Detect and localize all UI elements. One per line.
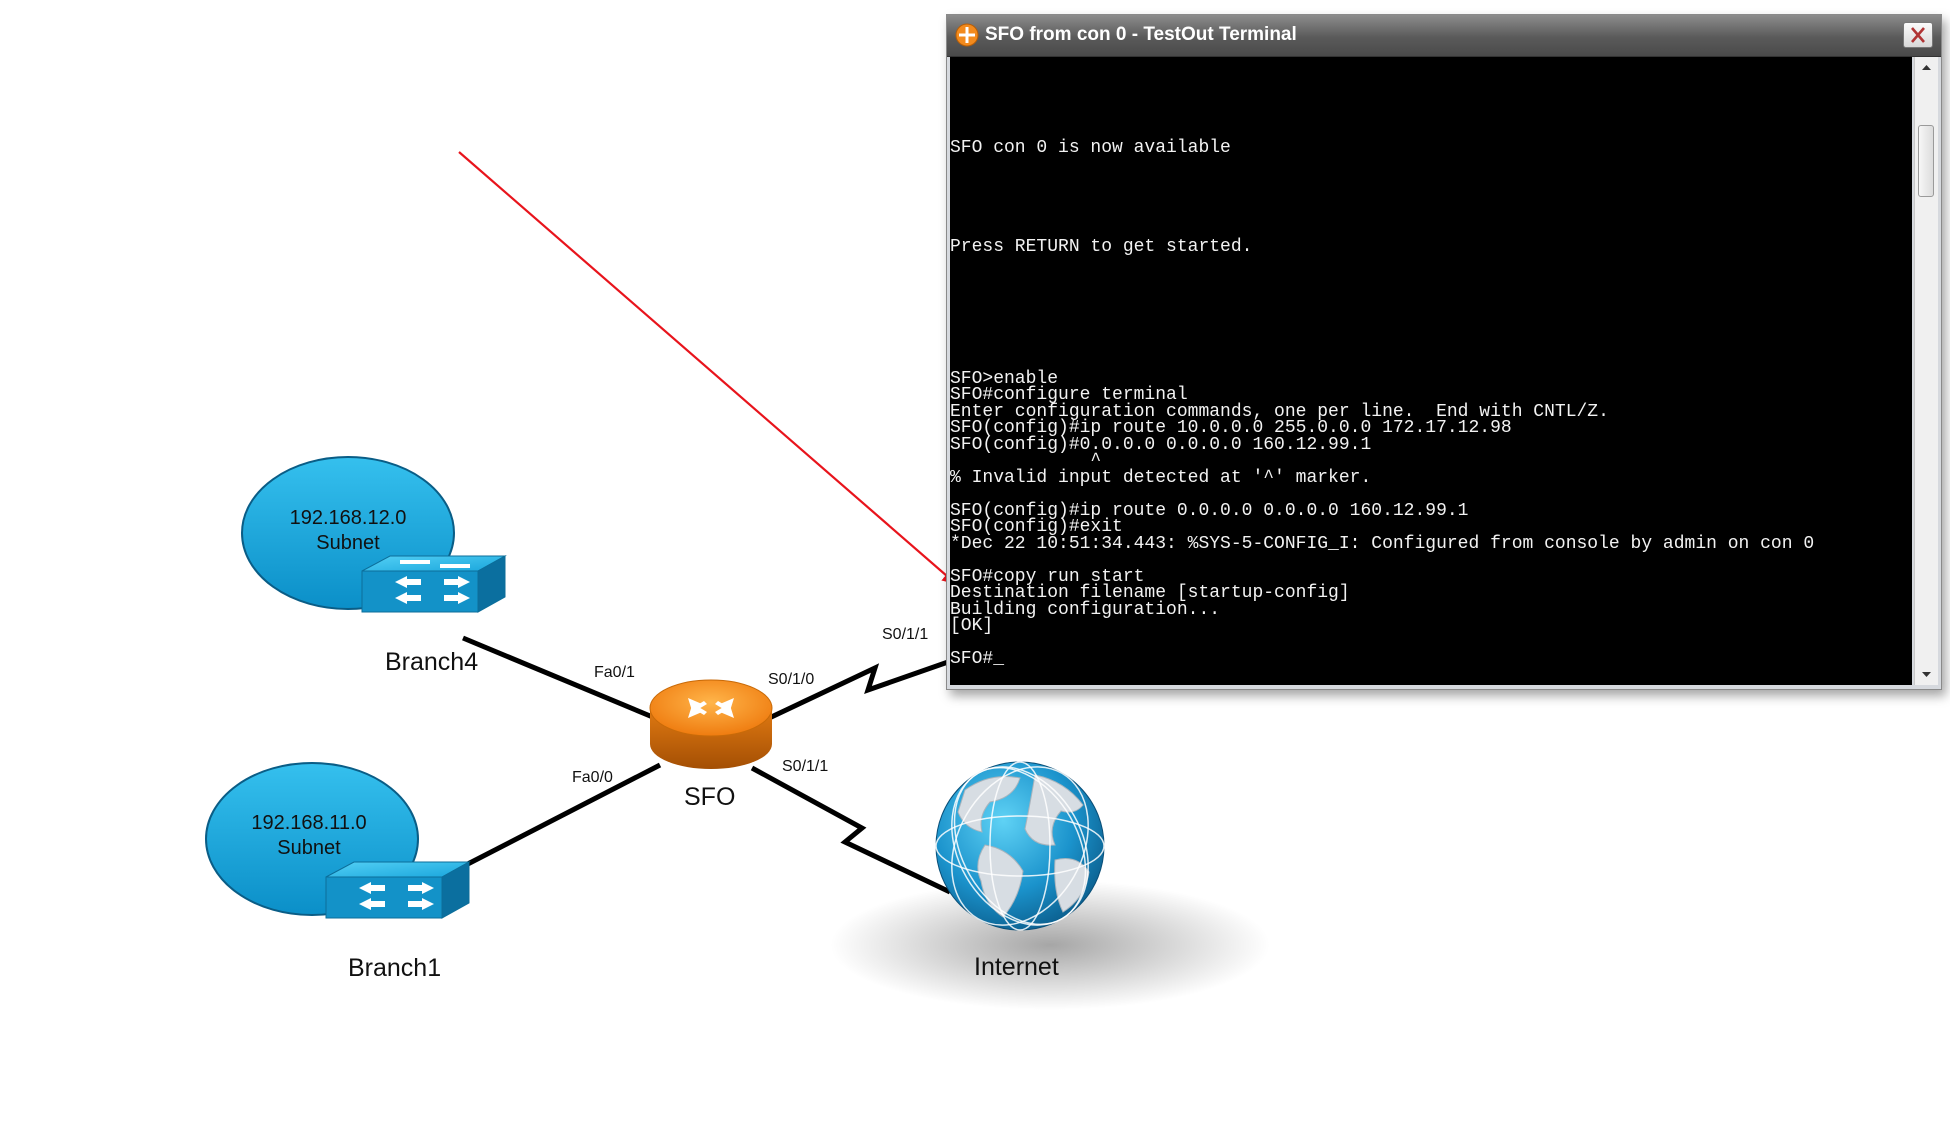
terminal-title: SFO from con 0 - TestOut Terminal [985, 24, 1297, 45]
device-label-sfo: SFO [684, 783, 736, 811]
subnet-branch4-text: 192.168.12.0 Subnet [273, 506, 423, 556]
subnet-label: Subnet [277, 837, 341, 859]
port-label-fa00: Fa0/0 [572, 769, 613, 786]
scrollbar-thumb[interactable] [1918, 125, 1934, 197]
vertical-scrollbar[interactable] [1914, 57, 1938, 685]
close-icon [1911, 27, 1925, 43]
subnet-network: 192.168.12.0 [289, 507, 407, 529]
link-branch1-sfo [458, 762, 662, 871]
terminal-titlebar[interactable]: SFO from con 0 - TestOut Terminal [947, 15, 1941, 57]
device-label-branch1: Branch1 [348, 954, 442, 982]
subnet-network: 192.168.11.0 [251, 812, 367, 834]
device-label-internet: Internet [974, 953, 1059, 981]
port-label-fa01: Fa0/1 [594, 664, 635, 681]
globe-icon[interactable] [924, 742, 1115, 949]
device-label-branch4: Branch4 [385, 648, 479, 676]
scroll-down-arrow-icon[interactable] [1915, 663, 1938, 685]
subnet-label: Subnet [316, 532, 380, 554]
close-button[interactable] [1903, 22, 1933, 48]
port-label-s011-sfo: S0/1/1 [782, 758, 829, 775]
link-sfo-internet-serial [750, 765, 952, 895]
globe-shadow [830, 880, 1270, 1010]
port-label-s011-remote: S0/1/1 [882, 626, 929, 643]
switch-icon[interactable] [325, 861, 471, 919]
annotation-arrow [458, 151, 957, 585]
terminal-output: SFO con 0 is now available Press RETURN … [950, 137, 1815, 669]
subnet-branch1-text: 192.168.11.0 Subnet [234, 811, 384, 861]
terminal-screen[interactable]: SFO con 0 is now available Press RETURN … [950, 57, 1912, 685]
link-branch4-sfo [462, 635, 656, 721]
scroll-up-arrow-icon[interactable] [1915, 57, 1938, 79]
link-sfo-terminal-serial [763, 659, 949, 723]
switch-icon[interactable] [361, 555, 507, 613]
terminal-window[interactable]: SFO from con 0 - TestOut Terminal SFO co… [946, 14, 1942, 690]
terminal-app-icon [955, 23, 979, 47]
port-label-s010: S0/1/0 [768, 671, 815, 688]
router-icon[interactable] [649, 679, 773, 769]
